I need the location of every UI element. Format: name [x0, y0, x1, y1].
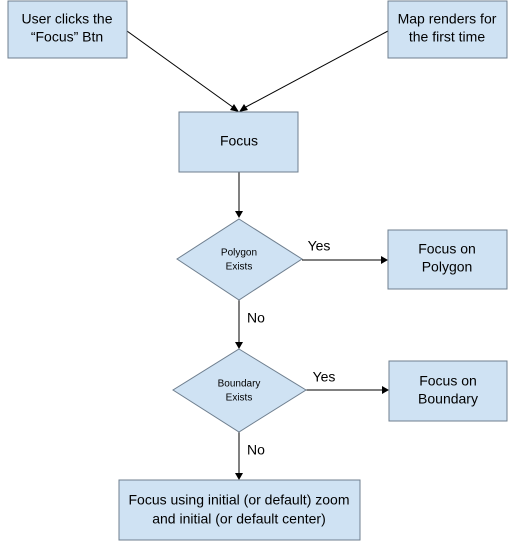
- node-user-clicks-line-2: “Focus” Btn: [31, 29, 103, 45]
- edge-label-polygon-yes: Yes: [308, 238, 331, 254]
- arrowhead-polygon-no: [235, 342, 243, 349]
- edge-labels: Yes No Yes No: [247, 238, 335, 458]
- node-focus-default: Focus using initial (or default) zoom an…: [118, 479, 361, 541]
- node-focus-default-line-1: Focus using initial (or default) zoom: [129, 492, 350, 508]
- node-boundary-exists-line-2: Exists: [226, 393, 253, 404]
- arrowhead-polygon-yes: [381, 256, 388, 264]
- node-focus: Focus: [178, 111, 299, 173]
- node-focus-on-boundary-line-2: Boundary: [418, 391, 478, 407]
- node-map-renders-line-1: Map renders for: [398, 11, 497, 27]
- node-focus-on-boundary-line-1: Focus on: [419, 373, 477, 389]
- edge-label-boundary-no: No: [247, 442, 265, 458]
- arrowhead-user-clicks-to-focus: [230, 104, 239, 112]
- arrowhead-boundary-yes: [382, 386, 389, 394]
- node-user-clicks-line-1: User clicks the: [21, 11, 112, 27]
- edge-label-polygon-no: No: [247, 310, 265, 326]
- node-map-renders: Map renders for the first time: [387, 0, 508, 59]
- node-polygon-exists-line-1: Polygon: [221, 248, 257, 259]
- node-boundary-exists: Boundary Exists: [172, 348, 307, 433]
- node-map-renders-line-2: the first time: [409, 29, 485, 45]
- node-focus-label: Focus: [220, 133, 258, 149]
- arrowhead-map-renders-to-focus: [239, 104, 248, 112]
- edges: [126, 30, 389, 480]
- node-polygon-exists-line-2: Exists: [226, 262, 253, 273]
- edge-label-boundary-yes: Yes: [313, 369, 336, 385]
- node-user-clicks: User clicks the “Focus” Btn: [7, 0, 128, 59]
- edge-map-renders-to-focus: [243, 30, 389, 109]
- node-focus-default-line-2: and initial (or default center): [152, 511, 326, 527]
- edge-user-clicks-to-focus: [126, 30, 235, 109]
- node-boundary-exists-line-1: Boundary: [218, 379, 261, 390]
- node-polygon-exists: Polygon Exists: [176, 218, 303, 301]
- node-focus-on-polygon-line-2: Polygon: [422, 259, 473, 275]
- node-focus-on-polygon-line-1: Focus on: [418, 241, 476, 257]
- arrowhead-focus-to-polygon: [235, 211, 243, 218]
- node-focus-on-boundary: Focus on Boundary: [388, 360, 508, 422]
- arrowhead-boundary-no: [235, 473, 243, 480]
- node-focus-on-polygon: Focus on Polygon: [387, 229, 508, 290]
